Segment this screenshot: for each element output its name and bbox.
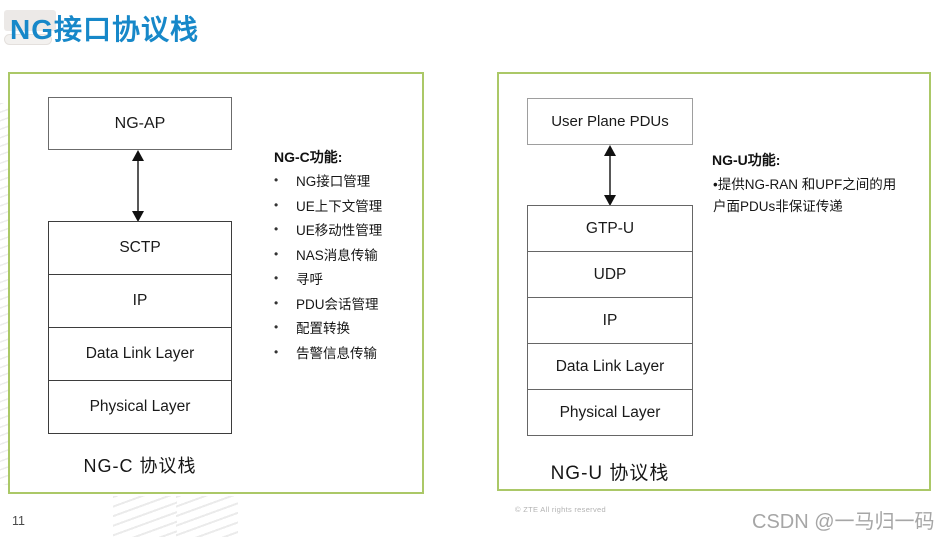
background-hatch <box>176 496 238 537</box>
ngc-caption: NG-C 协议栈 <box>83 456 197 476</box>
list-item: • UE上下文管理 <box>274 193 382 218</box>
stack-layer: SCTP <box>48 221 232 275</box>
function-item: UE上下文管理 <box>296 198 383 214</box>
double-arrow-icon <box>601 145 619 211</box>
ngc-functions-list: • NG接口管理 • UE上下文管理 • UE移动性管理 • NAS消息传输 • 寻呼 •… <box>274 168 382 364</box>
ngc-protocol-stack: SCTP IP Data Link Layer Physical Layer <box>48 221 232 434</box>
user-plane-pdus-box: User Plane PDUs <box>527 98 693 145</box>
ngc-functions-heading: NG-C功能: <box>274 149 343 165</box>
function-line: •提供NG-RAN 和UPF之间的用 <box>713 177 897 192</box>
function-item: 告警信息传输 <box>296 345 377 361</box>
background-hatch <box>113 496 177 537</box>
bullet-marker: • <box>274 173 279 188</box>
function-line: 户面PDUs非保证传递 <box>713 199 843 214</box>
faint-watermark-artifact <box>4 34 52 45</box>
bullet-marker: • <box>274 271 279 286</box>
list-item: • PDU会话管理 <box>274 291 382 316</box>
bullet-marker: • <box>274 222 279 237</box>
function-item: 寻呼 <box>296 272 323 288</box>
ngap-box: NG-AP <box>48 97 232 150</box>
ngu-functions-heading: NG-U功能: <box>712 152 781 168</box>
stack-layer: Data Link Layer <box>527 343 693 390</box>
list-item: • NAS消息传输 <box>274 242 382 267</box>
bullet-marker: • <box>274 197 279 212</box>
stack-layer: Physical Layer <box>527 389 693 436</box>
stack-layer: UDP <box>527 251 693 298</box>
function-item: UE移动性管理 <box>296 223 383 239</box>
slide-title: NG接口协议栈 <box>10 14 200 45</box>
page-number: 11 <box>12 514 25 528</box>
csdn-watermark: CSDN @一马归一码 <box>752 511 935 533</box>
function-item: NAS消息传输 <box>296 247 378 263</box>
bullet-marker: • <box>274 320 279 335</box>
list-item: • 寻呼 <box>274 266 382 291</box>
list-item: • 告警信息传输 <box>274 340 382 365</box>
list-item: • 配置转换 <box>274 315 382 340</box>
double-arrow-icon <box>129 150 147 227</box>
bullet-marker: • <box>274 295 279 310</box>
stack-layer: Data Link Layer <box>48 327 232 381</box>
bullet-marker: • <box>274 344 279 359</box>
ngu-protocol-stack: GTP-U UDP IP Data Link Layer Physical La… <box>527 205 693 436</box>
list-item: • NG接口管理 <box>274 168 382 193</box>
list-item: • UE移动性管理 <box>274 217 382 242</box>
ngc-panel-frame <box>8 72 424 494</box>
stack-layer: GTP-U <box>527 205 693 252</box>
stack-layer: IP <box>48 274 232 328</box>
ngu-caption: NG-U 协议栈 <box>550 463 670 484</box>
function-item: 配置转换 <box>296 321 350 337</box>
function-item: NG接口管理 <box>296 174 371 190</box>
ngu-panel-frame <box>497 72 931 491</box>
copyright-text: © ZTE All rights reserved <box>515 505 606 514</box>
stack-layer: Physical Layer <box>48 380 232 434</box>
bullet-marker: • <box>274 246 279 261</box>
faint-watermark-artifact <box>4 10 56 31</box>
ngu-functions-text: •提供NG-RAN 和UPF之间的用 户面PDUs非保证传递 <box>713 174 937 218</box>
stack-layer: IP <box>527 297 693 344</box>
function-item: PDU会话管理 <box>296 296 379 312</box>
